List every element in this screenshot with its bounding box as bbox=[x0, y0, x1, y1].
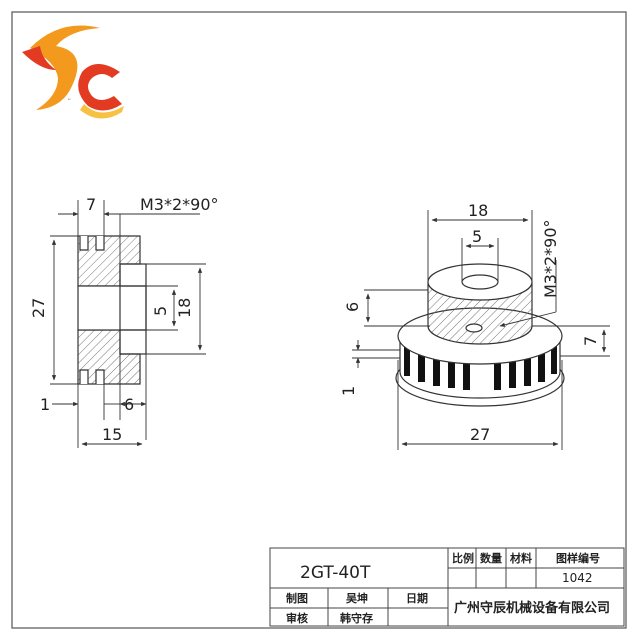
dim-iso-18: 18 bbox=[468, 201, 488, 220]
tooth-groove-lower-2 bbox=[95, 369, 105, 384]
drawing-no-label: 图样编号 bbox=[556, 551, 600, 565]
logo-s-accent bbox=[22, 46, 56, 70]
hub-outline bbox=[119, 263, 147, 355]
date-label: 日期 bbox=[406, 591, 428, 605]
dim-side-18: 18 bbox=[175, 298, 194, 318]
side-section-view bbox=[77, 235, 147, 385]
tooth-groove-lower bbox=[79, 369, 89, 384]
part-name: 2GT-40T bbox=[300, 563, 371, 583]
logo-c-shape bbox=[78, 64, 122, 111]
dim-side-7: 7 bbox=[86, 195, 96, 214]
checked-label: 审核 bbox=[286, 611, 308, 625]
bore-hole bbox=[461, 274, 499, 290]
dim-iso-1: 1 bbox=[339, 386, 358, 396]
logo-text: SC bbox=[68, 99, 71, 101]
dim-side-6: 6 bbox=[124, 395, 134, 414]
logo-s-shape bbox=[30, 25, 100, 110]
dim-side-15: 15 bbox=[102, 425, 122, 444]
material-label: 材料 bbox=[510, 551, 532, 565]
drawing-no: 1042 bbox=[562, 571, 593, 585]
tooth-groove-upper-2 bbox=[95, 236, 105, 251]
dim-iso-7: 7 bbox=[581, 336, 600, 346]
set-screw-hole bbox=[465, 323, 483, 333]
dim-iso-6: 6 bbox=[343, 302, 362, 312]
checked-by: 韩守存 bbox=[340, 611, 373, 625]
teeth-stripes bbox=[404, 346, 557, 390]
dim-side-27: 27 bbox=[29, 298, 48, 318]
qty-label: 数量 bbox=[480, 551, 502, 565]
bore-region bbox=[77, 285, 147, 331]
side-view-dimensions bbox=[50, 200, 206, 448]
dim-iso-27: 27 bbox=[470, 425, 490, 444]
drawn-by: 吴坤 bbox=[346, 591, 368, 605]
dim-iso-5: 5 bbox=[472, 227, 482, 246]
dim-iso-thread: M3*2*90° bbox=[541, 219, 560, 298]
title-block bbox=[269, 547, 625, 627]
logo-c-teeth bbox=[80, 104, 124, 119]
scale-label: 比例 bbox=[452, 551, 474, 565]
company-name: 广州守辰机械设备有限公司 bbox=[454, 600, 610, 616]
tooth-groove-upper bbox=[79, 236, 89, 251]
sheet-frame bbox=[11, 11, 627, 629]
company-logo: SC bbox=[22, 25, 124, 119]
dim-side-thread: M3*2*90° bbox=[140, 195, 219, 214]
dim-side-5: 5 bbox=[151, 306, 170, 316]
iso-view-dimensions bbox=[352, 210, 610, 450]
drawn-label: 制图 bbox=[286, 591, 308, 605]
dim-side-1: 1 bbox=[40, 395, 50, 414]
isometric-view bbox=[395, 263, 565, 407]
